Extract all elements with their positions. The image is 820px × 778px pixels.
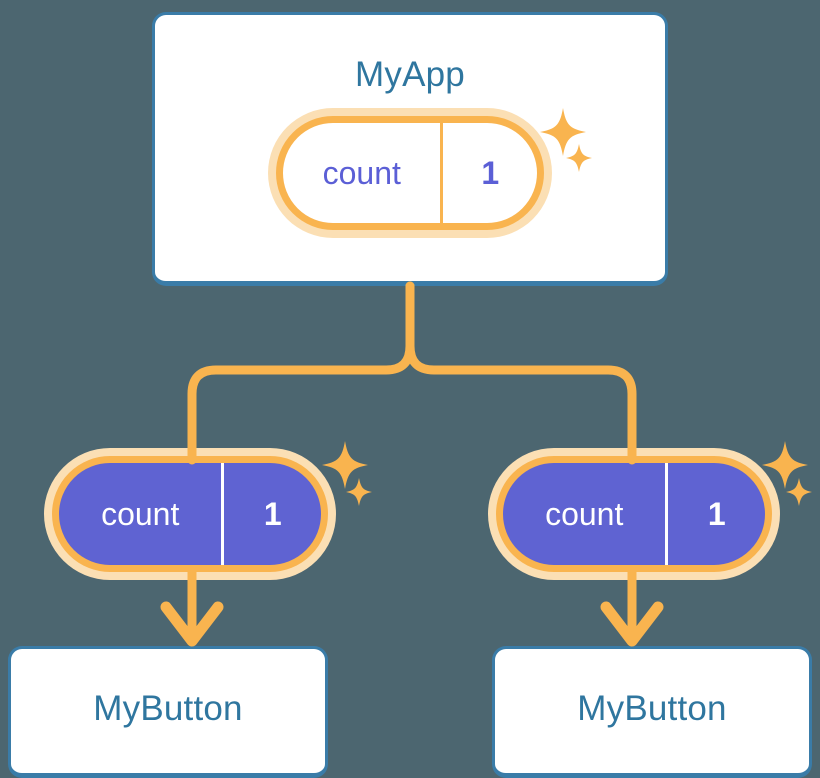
mybutton-label: MyButton <box>93 689 243 728</box>
pill-body: count 1 <box>276 116 544 230</box>
state-value: 1 <box>665 463 765 565</box>
mybutton-card-right: MyButton <box>492 646 812 778</box>
state-pill-branch-left: count 1 <box>44 448 336 580</box>
state-key: count <box>322 155 401 191</box>
wire-left-branch <box>187 281 415 465</box>
sparkle-small-icon <box>346 478 372 506</box>
state-value: 1 <box>221 463 321 565</box>
wire-right-branch <box>405 281 637 465</box>
page-title: MyApp <box>355 55 465 94</box>
state-pill-myapp: count 1 <box>268 108 552 238</box>
state-key: count <box>101 496 180 532</box>
arrow-down-icon-right <box>600 572 664 647</box>
state-pill-branch-right: count 1 <box>488 448 780 580</box>
pill-body: count 1 <box>496 456 772 572</box>
state-key: count <box>545 496 624 532</box>
sparkle-small-icon <box>786 478 812 506</box>
pill-body: count 1 <box>52 456 328 572</box>
mybutton-card-left: MyButton <box>8 646 328 778</box>
mybutton-label: MyButton <box>577 689 727 728</box>
state-value: 1 <box>440 123 537 223</box>
arrow-down-icon-left <box>160 572 224 647</box>
